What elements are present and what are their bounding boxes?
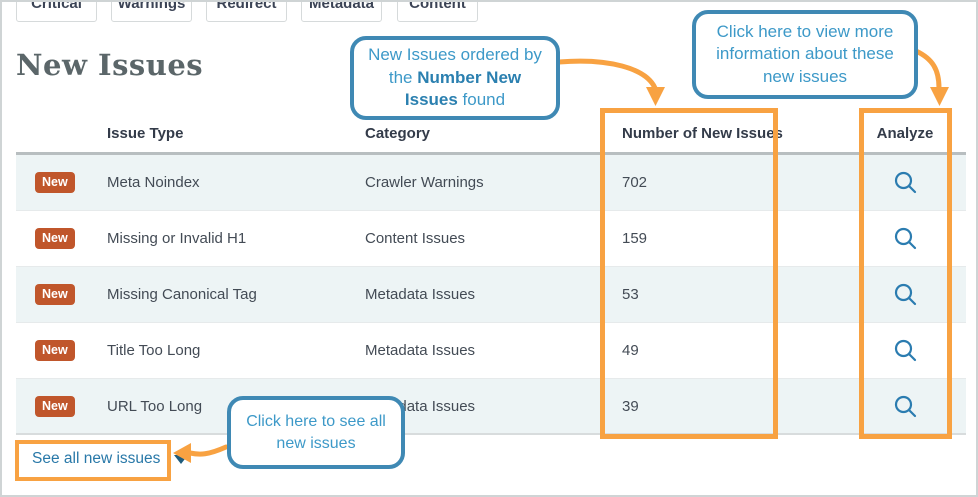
magnifier-icon xyxy=(894,171,916,194)
count-cell: 53 xyxy=(622,286,639,303)
table-header-row: Issue Type Category Number of New Issues… xyxy=(16,114,966,155)
new-badge: New xyxy=(35,228,75,249)
count-cell: 702 xyxy=(622,174,648,191)
table-row: New Missing Canonical Tag Metadata Issue… xyxy=(16,267,966,323)
new-issues-table: Issue Type Category Number of New Issues… xyxy=(16,114,966,435)
callout-text: New Issues ordered by the Number New Iss… xyxy=(368,45,542,110)
magnifier-icon xyxy=(894,395,916,417)
issue-type-cell: Meta Noindex xyxy=(107,174,200,191)
magnifier-icon xyxy=(894,283,916,306)
count-cell: 159 xyxy=(622,230,648,247)
table-row: New URL Too Long Metadata Issues 39 xyxy=(16,379,966,435)
column-header-count: Number of New Issues xyxy=(622,124,783,142)
filter-button-critical[interactable]: Critical xyxy=(16,2,97,22)
analyze-button[interactable] xyxy=(888,334,922,368)
table-row: New Title Too Long Metadata Issues 49 xyxy=(16,323,966,379)
analyze-button[interactable] xyxy=(888,278,922,312)
column-header-analyze: Analyze xyxy=(876,124,934,142)
issue-type-cell: Missing Canonical Tag xyxy=(107,286,257,303)
issue-type-cell: URL Too Long xyxy=(107,397,203,415)
category-cell: Crawler Warnings xyxy=(365,174,484,191)
column-header-category: Category xyxy=(365,124,431,142)
arrow-to-count-column xyxy=(556,58,665,106)
filter-button-metadata[interactable]: Metadata xyxy=(301,2,382,22)
callout-text: Click here to see all new issues xyxy=(246,413,386,452)
category-cell: Metadata Issues xyxy=(365,342,476,359)
callout-see-all: Click here to see all new issues xyxy=(227,396,405,469)
issue-type-cell: Title Too Long xyxy=(107,342,201,359)
arrow-to-analyze-column xyxy=(913,48,949,106)
callout-analyze-info: Click here to view more information abou… xyxy=(692,10,918,99)
filter-button-warnings[interactable]: Warnings xyxy=(111,2,192,22)
count-cell: 39 xyxy=(622,397,639,415)
analyze-button[interactable] xyxy=(888,222,922,256)
new-badge: New xyxy=(35,284,75,305)
column-header-issue-type: Issue Type xyxy=(107,124,184,142)
category-cell: Content Issues xyxy=(365,230,466,247)
table-row: New Missing or Invalid H1 Content Issues… xyxy=(16,211,966,267)
filter-button-content[interactable]: Content xyxy=(397,2,478,22)
table-row: New Meta Noindex Crawler Warnings 702 xyxy=(16,155,966,211)
chevron-down-icon xyxy=(174,454,189,464)
new-badge: New xyxy=(35,395,75,417)
category-cell: Metadata Issues xyxy=(365,286,476,303)
page-title: New Issues xyxy=(16,48,204,82)
count-cell: 49 xyxy=(622,342,639,359)
analyze-button[interactable] xyxy=(888,389,922,423)
filter-button-redirect[interactable]: Redirect xyxy=(206,2,287,22)
callout-text: Click here to view more information abou… xyxy=(716,21,894,86)
see-all-new-issues-link[interactable]: See all new issues xyxy=(32,450,189,468)
see-all-label: See all new issues xyxy=(32,450,161,467)
callout-ordered-by-count: New Issues ordered by the Number New Iss… xyxy=(350,36,560,120)
new-badge: New xyxy=(35,340,75,361)
new-badge: New xyxy=(35,172,75,193)
magnifier-icon xyxy=(894,227,916,250)
issue-type-cell: Missing or Invalid H1 xyxy=(107,230,247,247)
analyze-button[interactable] xyxy=(888,166,922,200)
magnifier-icon xyxy=(894,339,916,362)
